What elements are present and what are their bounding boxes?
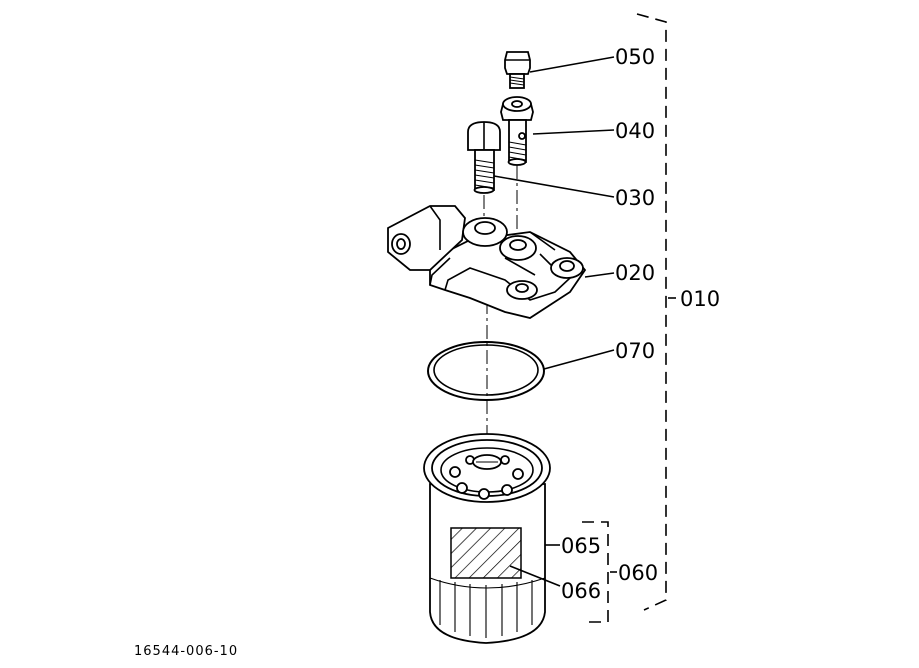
part-060-filter-cartridge[interactable] bbox=[423, 433, 551, 644]
part-040-banjo-bolt[interactable] bbox=[500, 96, 534, 166]
part-070-o-ring[interactable] bbox=[427, 341, 545, 401]
label-040[interactable]: 040 bbox=[615, 119, 655, 143]
cartridge-holes bbox=[449, 455, 524, 500]
cartridge-ribs bbox=[429, 577, 546, 638]
leader-lines bbox=[493, 56, 615, 587]
assembly-brackets bbox=[582, 13, 676, 623]
label-070[interactable]: 070 bbox=[615, 339, 655, 363]
part-050-small-bolt[interactable] bbox=[504, 51, 531, 89]
part-020-filter-head[interactable] bbox=[387, 205, 587, 319]
filter-element-window bbox=[450, 527, 522, 579]
label-050[interactable]: 050 bbox=[615, 45, 655, 69]
label-066[interactable]: 066 bbox=[561, 579, 601, 603]
label-030[interactable]: 030 bbox=[615, 186, 655, 210]
label-060[interactable]: 060 bbox=[618, 561, 658, 585]
part-030-bolt[interactable] bbox=[467, 121, 501, 194]
part-labels: 050 040 030 020 010 070 065 066 060 bbox=[561, 45, 720, 603]
label-010[interactable]: 010 bbox=[680, 287, 720, 311]
label-020[interactable]: 020 bbox=[615, 261, 655, 285]
figure-number: 16544-006-10 bbox=[134, 644, 238, 659]
label-065[interactable]: 065 bbox=[561, 534, 601, 558]
